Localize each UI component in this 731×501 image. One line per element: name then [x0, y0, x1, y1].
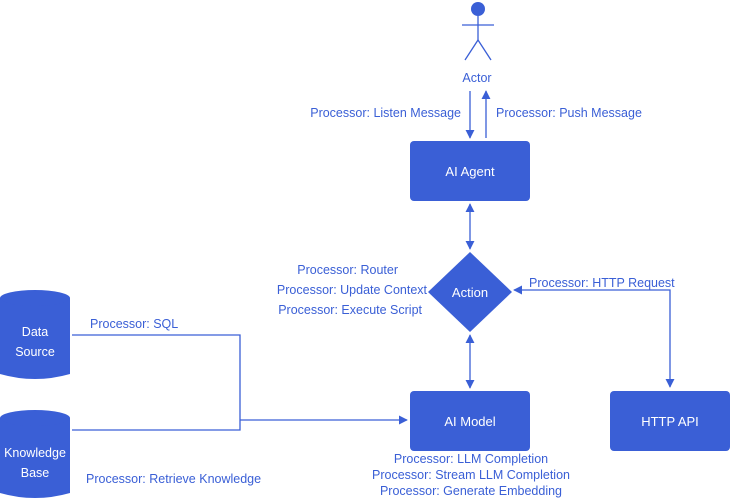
ai-agent-node[interactable]: AI Agent	[410, 141, 530, 201]
ai-agent-label: AI Agent	[445, 164, 495, 179]
actor-icon	[462, 2, 494, 61]
ai-model-label: AI Model	[444, 414, 495, 429]
sql-label: Processor: SQL	[90, 317, 178, 331]
knowledge-connector	[72, 420, 241, 431]
http-request-label: Processor: HTTP Request	[529, 276, 675, 290]
data-source-label-line1: Data	[22, 325, 48, 339]
knowledge-base-label-line2: Base	[21, 466, 50, 480]
generate-embedding-label: Processor: Generate Embedding	[380, 484, 562, 498]
push-message-label: Processor: Push Message	[496, 106, 642, 120]
router-label: Processor: Router	[297, 263, 398, 277]
data-source-node[interactable]: Data Source	[0, 290, 70, 379]
update-context-label: Processor: Update Context	[277, 283, 428, 297]
retrieve-knowledge-label: Processor: Retrieve Knowledge	[86, 472, 261, 486]
knowledge-base-node[interactable]: Knowledge Base	[0, 410, 70, 498]
action-node[interactable]: Action	[428, 252, 512, 332]
llm-completion-label: Processor: LLM Completion	[394, 452, 548, 466]
knowledge-base-label-line1: Knowledge	[4, 446, 66, 460]
data-source-label-line2: Source	[15, 345, 55, 359]
listen-message-label: Processor: Listen Message	[310, 106, 461, 120]
action-label: Action	[452, 285, 488, 300]
stream-llm-completion-label: Processor: Stream LLM Completion	[372, 468, 570, 482]
http-request-arrow	[513, 285, 675, 388]
http-api-label: HTTP API	[641, 414, 699, 429]
sql-connector	[72, 334, 241, 420]
ai-model-node[interactable]: AI Model	[410, 391, 530, 451]
http-api-node[interactable]: HTTP API	[610, 391, 730, 451]
execute-script-label: Processor: Execute Script	[278, 303, 422, 317]
actor-label: Actor	[462, 71, 491, 85]
